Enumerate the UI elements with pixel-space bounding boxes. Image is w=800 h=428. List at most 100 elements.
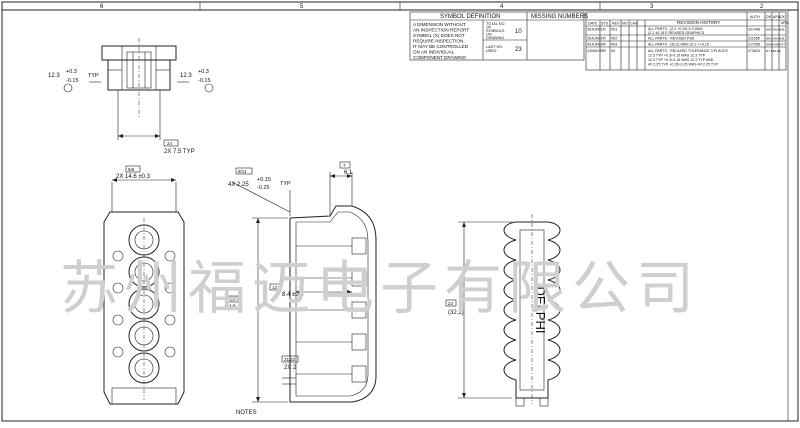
symbol-text-line: COMPONENT DRAWING: [413, 55, 467, 60]
symbol-text-line: AN INSPECTION REPORT: [413, 28, 469, 33]
column-header: APVL: [781, 21, 789, 25]
inspection-tag-number: 5/6: [128, 167, 135, 172]
zone-number: 2: [760, 4, 764, 10]
dimension-label: 6.1: [344, 170, 353, 176]
row-date: 09JUN02: [587, 43, 603, 47]
inspection-tag: [281, 355, 299, 363]
total-label-line: OF: [486, 26, 492, 30]
column-header: CK: [780, 15, 786, 19]
symbol-definition-block: SYMBOL DEFINITION MISSING NUMBERS A DIME…: [409, 11, 588, 61]
dimension-label: 12.3: [48, 73, 60, 79]
inspection-tag-number: 13: [272, 285, 278, 290]
brand-label: DELPHI: [533, 287, 548, 334]
column-header: CHG: [630, 22, 638, 26]
row-date: 12MAY05: [587, 49, 603, 53]
row-date: 28JUN01: [587, 28, 603, 32]
row-rev: 002: [611, 37, 617, 41]
row-auth: 217258: [748, 43, 760, 47]
row-description: (2.2 ±0.15 E REVISED GRAPHICS: [648, 31, 705, 35]
inspection-tag: [235, 167, 253, 175]
column-header: NO: [622, 22, 628, 26]
dimension-tolerance: +0.3: [198, 69, 209, 75]
row-status: R: [603, 49, 606, 53]
symbol-text-line: ON AN INDIVIDUAL: [413, 50, 455, 55]
inspection-tag-number: 7: [343, 163, 346, 168]
inspection-tag: [269, 283, 281, 291]
top-view: [63, 38, 214, 140]
revision-table: REVISION HISTORY DATE STS REV NO CHG AUT…: [585, 11, 789, 71]
row-status: R: [603, 43, 606, 47]
watermark-text: 苏州福迈电子有限公司: [60, 254, 700, 322]
column-header: REV: [612, 22, 620, 26]
row-description: ALL PARTS - REVISED PSD: [648, 37, 695, 41]
revision-title: REVISION HISTORY: [677, 20, 720, 25]
inspection-tag-number: 23: [448, 301, 454, 306]
inspection-tag-number: 24: [167, 141, 173, 146]
total-label-line: SYMBOLS: [486, 29, 505, 33]
dimension-label: 2X 7.5 TYP: [164, 149, 195, 155]
row-auth: 211556: [748, 37, 760, 41]
dimension-suffix: TYP: [88, 73, 99, 79]
table-row: 28JUN01 R 002 ALL PARTS - REVISED PSD 21…: [587, 37, 785, 41]
dimension-label: (19.4): [227, 305, 243, 311]
dimension-label: 8.4 ±0.3: [282, 292, 304, 298]
row-signatures: DY MM ED: [766, 49, 782, 53]
total-label-line: TOTAL NO.: [486, 22, 506, 26]
missing-numbers-title: MISSING NUMBERS: [531, 14, 588, 20]
column-header: DATE: [588, 22, 598, 26]
row-signatures: NM DJM BNE: [766, 28, 785, 32]
inspection-tag: [339, 161, 351, 169]
row-status: R: [603, 28, 606, 32]
end-view: [458, 214, 561, 407]
row-description: ALL PARTS - (32.2) WAS 32.2 +/-0.15: [648, 43, 709, 47]
dimension-tolerance: -0.25: [257, 185, 270, 191]
dimension-tolerance: -0.15: [66, 78, 79, 84]
zone-number: 3: [650, 4, 654, 10]
dimension-label: (32.2): [448, 310, 464, 316]
row-description: 12.3 TYP +0.3/-0.15 WAS 12.3 TYP AND: [648, 58, 714, 62]
row-auth: 270624: [748, 49, 760, 53]
row-description: 4X 2.25 TYP +0.15/-0.25 WAS 4X 2.25 TYP: [648, 63, 718, 67]
total-symbols-value: 10: [515, 29, 522, 35]
dimension-label: 2X 14.6 ±0.3: [116, 174, 151, 180]
total-label-line: DRAWING: [486, 36, 504, 40]
dimension-tolerance: -0.15: [198, 78, 211, 84]
row-date: 28JUN01: [587, 37, 603, 41]
row-status: R: [603, 37, 606, 41]
last-label-line: USED: [486, 49, 497, 53]
symbol-text-line: IT MAY BE CONTROLLED: [413, 44, 469, 49]
row-rev: 04: [611, 49, 615, 53]
zone-number: 5: [300, 4, 304, 10]
dimension-label: 2X 2: [284, 365, 297, 371]
inspection-tag-number: 26: [230, 297, 236, 302]
zone-number: 4: [500, 4, 504, 10]
dimension-label: 4X 2.25: [228, 182, 249, 188]
total-label-line: ON: [486, 33, 492, 37]
last-label-line: LAST NO.: [486, 45, 503, 49]
column-header: DR: [766, 15, 772, 19]
front-view: [103, 178, 185, 405]
inspection-tag: [445, 299, 457, 307]
zone-ticks: [199, 2, 601, 10]
table-row: 12MAY05 R 04 ALL PARTS - RELAXED TOLERAN…: [587, 49, 782, 67]
row-signatures: NM DJM BNE: [766, 37, 785, 41]
symbol-definition-title: SYMBOL DEFINITION: [440, 14, 500, 20]
row-description: ALL PARTS - RELAXED TOLERANCE 3 PLACES: [648, 49, 728, 53]
dimension-suffix: TYP: [280, 181, 291, 187]
notes-label: NOTES: [236, 410, 257, 416]
row-rev: 001: [611, 28, 617, 32]
table-row: 09JUN02 R 003 ALL PARTS - (32.2) WAS 32.…: [587, 43, 785, 47]
column-header: AUTH: [750, 15, 760, 19]
symbol-text-line: A DIMENSION WITHOUT: [413, 22, 466, 27]
inspection-tag-number: 21/22: [284, 357, 296, 362]
column-header: STS: [601, 22, 609, 26]
inspection-tag-number: 8/11: [238, 169, 247, 174]
dimension-tolerance: +0.15: [257, 177, 271, 183]
zone-number: 6: [100, 4, 104, 10]
last-number-value: 23: [515, 47, 522, 53]
inspection-tag: [227, 295, 239, 303]
symbol-text-line: REQUIRE INSPECTION.: [413, 39, 465, 44]
column-header: APVL: [773, 15, 781, 19]
symbol-text-line: SYMBOL (X) DOES NOT: [413, 33, 465, 38]
